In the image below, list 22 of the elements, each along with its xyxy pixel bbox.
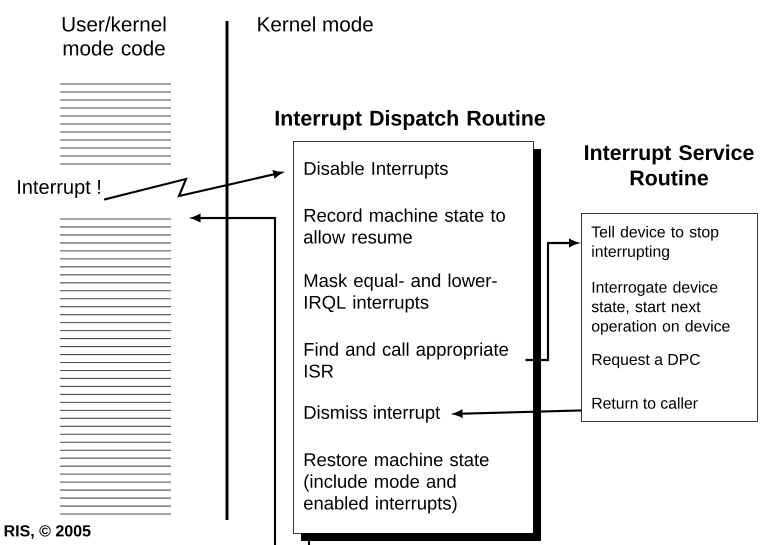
arrow [454, 409, 582, 418]
step-text: Interrogate device state, start next operation on device [592, 281, 730, 335]
arrow [104, 170, 282, 201]
node-label: Interrupt Dispatch Routine [276, 110, 545, 130]
step-text: Find and call appropriate ISR [304, 342, 508, 378]
step-text: Mask equal- and lower-IRQL interrupts [304, 274, 497, 312]
step-text: Request a DPC [592, 354, 700, 368]
step-text: Tell device to stop interrupting [592, 226, 718, 260]
event-label: Interrupt ! [18, 180, 100, 198]
step-text: Return to caller [592, 397, 698, 409]
code-lines [59, 83, 172, 165]
step-text: Restore machine state (include mode and enabled interrupts) [304, 452, 489, 514]
node-label: Interrupt Service Routine [585, 144, 754, 186]
step-text: Dismiss interrupt [304, 405, 440, 423]
step-text: Disable Interrupts [304, 161, 448, 179]
code-lines [59, 218, 172, 515]
step-text: Record machine state to allow resume [304, 208, 505, 244]
column-heading: Kernel mode [258, 16, 373, 32]
arrow [526, 239, 578, 362]
arrow [192, 214, 276, 545]
copyright-note: RIS, © 2005 [4, 525, 91, 539]
column-heading: User/kernel mode code [62, 16, 166, 56]
